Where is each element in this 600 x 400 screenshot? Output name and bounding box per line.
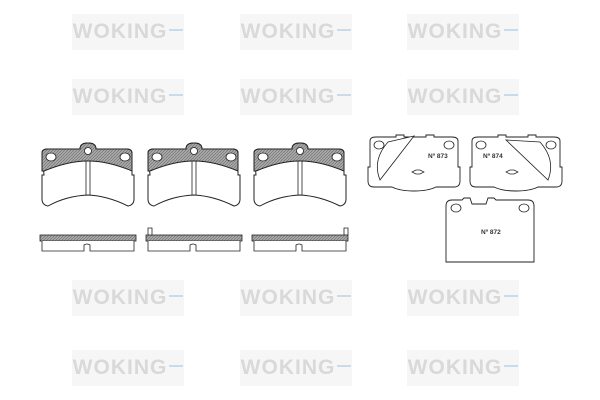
watermark-text: WOKING: [72, 356, 168, 379]
brake-pad-side-3: [251, 234, 349, 252]
watermark-mark-icon: [169, 29, 184, 31]
watermark-logo: WOKING: [240, 14, 352, 50]
brake-pad-side-1: [39, 234, 137, 252]
watermark-mark-icon: [504, 29, 519, 31]
watermark-mark-icon: [337, 365, 352, 367]
watermark-mark-icon: [337, 295, 352, 297]
watermark-text: WOKING: [72, 85, 168, 108]
watermark-logo: WOKING: [240, 350, 352, 386]
watermark-text: WOKING: [240, 286, 336, 309]
brake-pad-front-3: [253, 142, 347, 207]
watermark-logo: WOKING: [240, 79, 352, 115]
watermark-logo: WOKING: [407, 79, 519, 115]
brake-pad-front-1: [41, 142, 135, 207]
watermark-logo: WOKING: [240, 280, 352, 316]
watermark-mark-icon: [337, 29, 352, 31]
watermark-logo: WOKING: [72, 14, 184, 50]
watermark-mark-icon: [169, 94, 184, 96]
watermark-logo: WOKING: [407, 14, 519, 50]
watermark-mark-icon: [504, 365, 519, 367]
watermark-text: WOKING: [407, 85, 503, 108]
watermark-text: WOKING: [240, 356, 336, 379]
pad-outline-872: Nº 872: [445, 197, 535, 263]
pad-label-872: Nº 872: [481, 229, 501, 236]
clip-tabs: [147, 227, 349, 235]
watermark-text: WOKING: [72, 20, 168, 43]
watermark-mark-icon: [169, 295, 184, 297]
watermark-text: WOKING: [72, 286, 168, 309]
watermark-mark-icon: [504, 94, 519, 96]
watermark-logo: WOKING: [407, 350, 519, 386]
watermark-mark-icon: [169, 365, 184, 367]
watermark-mark-icon: [337, 94, 352, 96]
watermark-logo: WOKING: [407, 280, 519, 316]
watermark-logo: WOKING: [72, 79, 184, 115]
brake-pad-side-2: [145, 234, 243, 252]
watermark-text: WOKING: [240, 20, 336, 43]
watermark-text: WOKING: [407, 20, 503, 43]
pad-label-874: Nº 874: [483, 153, 503, 160]
pad-outline-874: Nº 874: [469, 134, 563, 192]
watermark-logo: WOKING: [72, 280, 184, 316]
pad-outline-873: Nº 873: [367, 134, 461, 192]
watermark-text: WOKING: [407, 286, 503, 309]
watermark-text: WOKING: [240, 85, 336, 108]
watermark-text: WOKING: [407, 356, 503, 379]
pad-label-873: Nº 873: [428, 153, 448, 160]
watermark-logo: WOKING: [72, 350, 184, 386]
brake-pad-front-2: [147, 142, 241, 207]
watermark-mark-icon: [504, 295, 519, 297]
